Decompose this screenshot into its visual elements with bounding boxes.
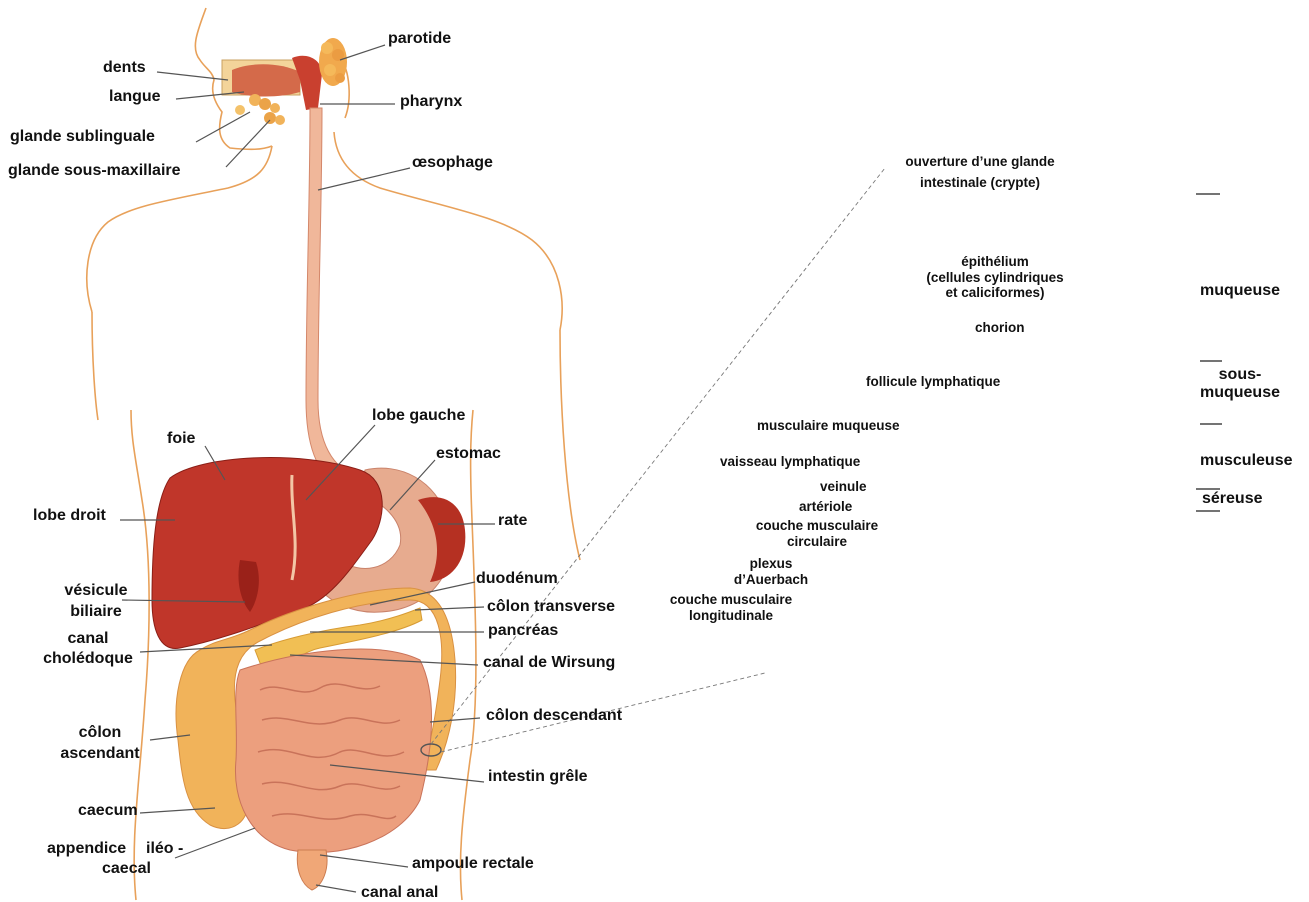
label-pharynx: pharynx: [400, 93, 462, 111]
label-colon-transverse: côlon transverse: [487, 598, 615, 616]
label-rate: rate: [498, 512, 527, 530]
wall-ouverture-line-1: ouverture d’une glande: [880, 154, 1080, 170]
layer-label-musculeuse: musculeuse: [1200, 452, 1292, 470]
oral-cavity: [222, 56, 322, 110]
label-parotide: parotide: [388, 30, 451, 48]
label-vesicule-biliaire: vésicule biliaire: [46, 582, 146, 622]
label-dents: dents: [103, 59, 146, 77]
label-canal-choledoque: canal cholédoque: [28, 630, 148, 669]
label-appendice: appendice: [47, 840, 126, 858]
label-pancreas: pancréas: [488, 622, 558, 640]
wall-ouverture-line-2: intestinale (crypte): [880, 175, 1080, 191]
wall-couche-circ-line-1: couche musculaire: [737, 518, 897, 534]
label-colon-asc-line-1: côlon: [50, 724, 150, 742]
wall-label-ouverture: ouverture d’une glande intestinale (cryp…: [880, 154, 1080, 190]
label-caecum: caecum: [78, 802, 138, 820]
label-canal-anal: canal anal: [361, 884, 438, 902]
label-colon-descendant: côlon descendant: [486, 707, 622, 725]
wall-label-couche-longitudinale: couche musculaire longitudinale: [651, 592, 811, 623]
layer-sous-line-2: muqueuse: [1198, 384, 1282, 402]
label-duodenum: duodénum: [476, 570, 558, 588]
wall-epithelium-line-3: et caliciformes): [905, 285, 1085, 301]
liver: [152, 458, 382, 649]
wall-label-veinule: veinule: [820, 479, 867, 495]
label-canal-wirsung: canal de Wirsung: [483, 654, 615, 672]
layer-label-sereuse: séreuse: [1202, 490, 1263, 508]
label-canal-line-1: canal: [28, 630, 148, 648]
rectum: [297, 850, 327, 890]
label-vesicule-line-2: biliaire: [46, 603, 146, 621]
label-lobe-gauche: lobe gauche: [372, 407, 465, 425]
label-canal-line-2: cholédoque: [28, 650, 148, 668]
label-vesicule-line-1: vésicule: [46, 582, 146, 600]
label-langue: langue: [109, 88, 161, 106]
wall-couche-circ-line-2: circulaire: [737, 534, 897, 550]
label-glande-sous-maxillaire: glande sous-maxillaire: [8, 162, 181, 180]
wall-couche-long-line-2: longitudinale: [651, 608, 811, 624]
parotid-gland: [319, 38, 347, 86]
wall-couche-long-line-1: couche musculaire: [651, 592, 811, 608]
wall-label-arteriole: artériole: [799, 499, 852, 515]
small-intestine: [235, 649, 431, 852]
sublingual-glands: [235, 94, 285, 125]
wall-plexus-line-1: plexus: [716, 556, 826, 572]
label-colon-ascendant: côlon ascendant: [50, 724, 150, 764]
esophagus: [306, 108, 360, 492]
label-estomac: estomac: [436, 445, 501, 463]
label-foie: foie: [167, 430, 195, 448]
label-ileo: iléo -: [146, 840, 183, 858]
wall-label-musculaire-muqueuse: musculaire muqueuse: [757, 418, 900, 434]
wall-plexus-line-2: d’Auerbach: [716, 572, 826, 588]
wall-epithelium-line-1: épithélium: [905, 254, 1085, 270]
label-glande-sublinguale: glande sublinguale: [10, 128, 155, 146]
layer-label-muqueuse: muqueuse: [1200, 282, 1280, 300]
wall-label-vaisseau: vaisseau lymphatique: [720, 454, 860, 470]
layer-sous-line-1: sous-: [1198, 366, 1282, 384]
label-intestin-grele: intestin grêle: [488, 768, 588, 786]
wall-label-couche-circulaire: couche musculaire circulaire: [737, 518, 897, 549]
label-colon-asc-line-2: ascendant: [50, 745, 150, 763]
label-lobe-droit: lobe droit: [33, 507, 106, 525]
wall-label-chorion: chorion: [975, 320, 1025, 336]
wall-epithelium-line-2: (cellules cylindriques: [905, 270, 1085, 286]
label-caecal: caecal: [102, 860, 151, 878]
wall-label-follicule: follicule lymphatique: [866, 374, 1000, 390]
label-ampoule-rectale: ampoule rectale: [412, 855, 534, 873]
wall-label-epithelium: épithélium (cellules cylindriques et cal…: [905, 254, 1085, 301]
label-oesophage: œsophage: [412, 154, 493, 172]
wall-label-plexus: plexus d’Auerbach: [716, 556, 826, 587]
layer-label-sous-muqueuse: sous- muqueuse: [1198, 366, 1282, 403]
